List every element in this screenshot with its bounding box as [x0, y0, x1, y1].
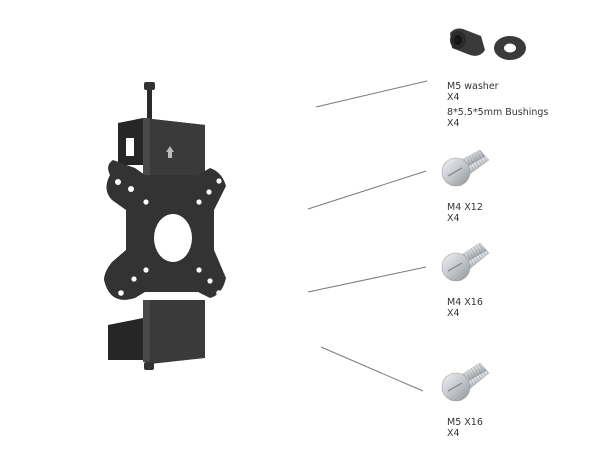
label-m4x12: M4 X12 X4: [447, 202, 483, 224]
part-name: M5 washer: [447, 81, 499, 92]
washer-icon: [494, 36, 526, 60]
top-bolt-icon: [144, 82, 155, 122]
screw-m4x12-icon: [441, 149, 490, 187]
screw-m5x16-icon: [441, 362, 490, 402]
leader-line-washer: [315, 80, 428, 108]
bottom-bolt-icon: [144, 362, 154, 370]
part-qty: X4: [447, 308, 460, 319]
leader-line-m5x16: [320, 346, 424, 392]
label-m4x16: M4 X16 X4: [447, 297, 483, 319]
part-qty: X4: [447, 428, 460, 439]
part-name: M4 X16: [447, 297, 483, 308]
leader-line-m4x12: [307, 170, 427, 210]
part-qty: X4: [447, 92, 460, 103]
leader-lines: [307, 80, 428, 392]
label-m5x16: M5 X16 X4: [447, 417, 483, 439]
vesa-bracket: [104, 82, 226, 370]
part-qty: X4: [447, 118, 460, 129]
part-name: M5 X16: [447, 417, 483, 428]
part-name: M4 X12: [447, 202, 483, 213]
leader-line-m4x16: [307, 266, 427, 293]
label-bushings: 8*5.5*5mm Bushings X4: [447, 107, 548, 129]
part-qty: X4: [447, 213, 460, 224]
screw-m4x16-icon: [441, 242, 490, 282]
part-name: 8*5.5*5mm Bushings: [447, 107, 549, 118]
bushing-icon: [450, 28, 485, 56]
label-m5-washer: M5 washer X4: [447, 81, 499, 103]
